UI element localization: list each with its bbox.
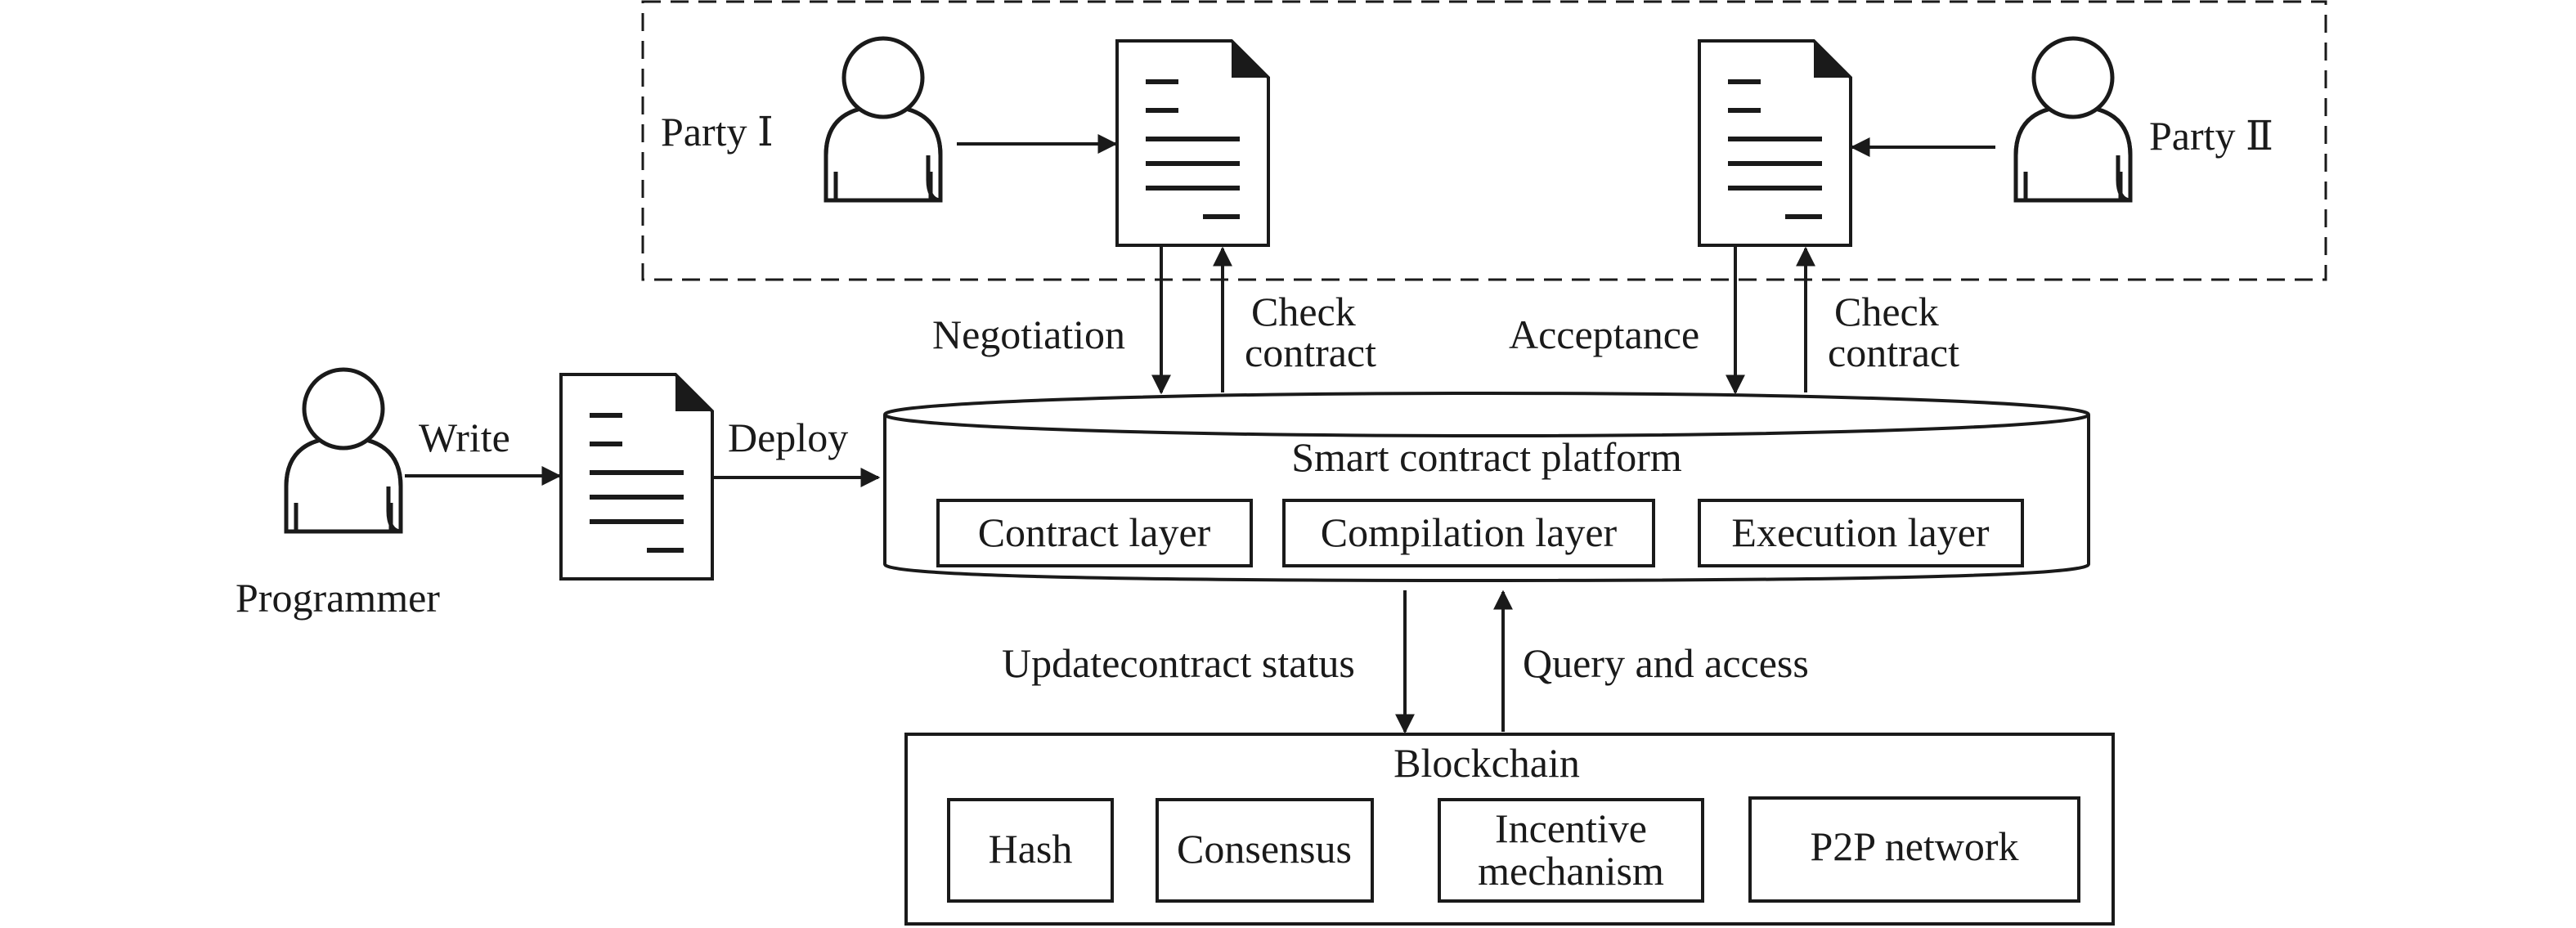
platform-title: Smart contract platform [1291,434,1682,480]
p2p-network-box [1748,796,2080,903]
incentive-mechanism-box [1438,798,1704,903]
document-icon [561,374,712,579]
document-icon [1117,41,1268,245]
negotiation-label: Negotiation [932,312,1125,357]
incentive-label-line1: Incentive [1495,805,1647,851]
compilation-layer-box [1282,499,1655,567]
contract-layer-label: Contract layer [978,509,1211,555]
party1-label: Party Ⅰ [661,109,774,155]
execution-layer-box [1698,499,2024,567]
person-icon [2016,38,2130,200]
hash-label: Hash [989,826,1073,872]
deploy-label: Deploy [728,415,848,460]
compilation-layer-label: Compilation layer [1321,509,1618,555]
execution-layer-label: Execution layer [1731,509,1989,555]
parties-region [641,0,2327,281]
contract-layer-box [936,499,1253,567]
query-access-label: Query and access [1523,640,1809,686]
document-icon [1699,41,1851,245]
update-status-label: Updatecontract status [1002,640,1355,686]
person-icon [286,370,401,531]
consensus-box [1156,798,1374,903]
p2p-network-label: P2P network [1810,823,2018,869]
party2-label: Party Ⅱ [2149,113,2273,159]
check-contract-label-2a: Check [1834,289,1939,334]
consensus-label: Consensus [1177,826,1352,872]
check-contract-label-1a: Check [1251,289,1356,334]
write-label: Write [419,415,510,460]
check-contract-label-2b: contract [1828,330,1959,375]
programmer-label: Programmer [236,575,440,621]
incentive-label-line2: mechanism [1478,848,1664,894]
blockchain-title: Blockchain [1393,740,1580,786]
hash-box [947,798,1114,903]
acceptance-label: Acceptance [1509,312,1699,357]
person-icon [826,38,940,200]
check-contract-label-1b: contract [1245,330,1376,375]
